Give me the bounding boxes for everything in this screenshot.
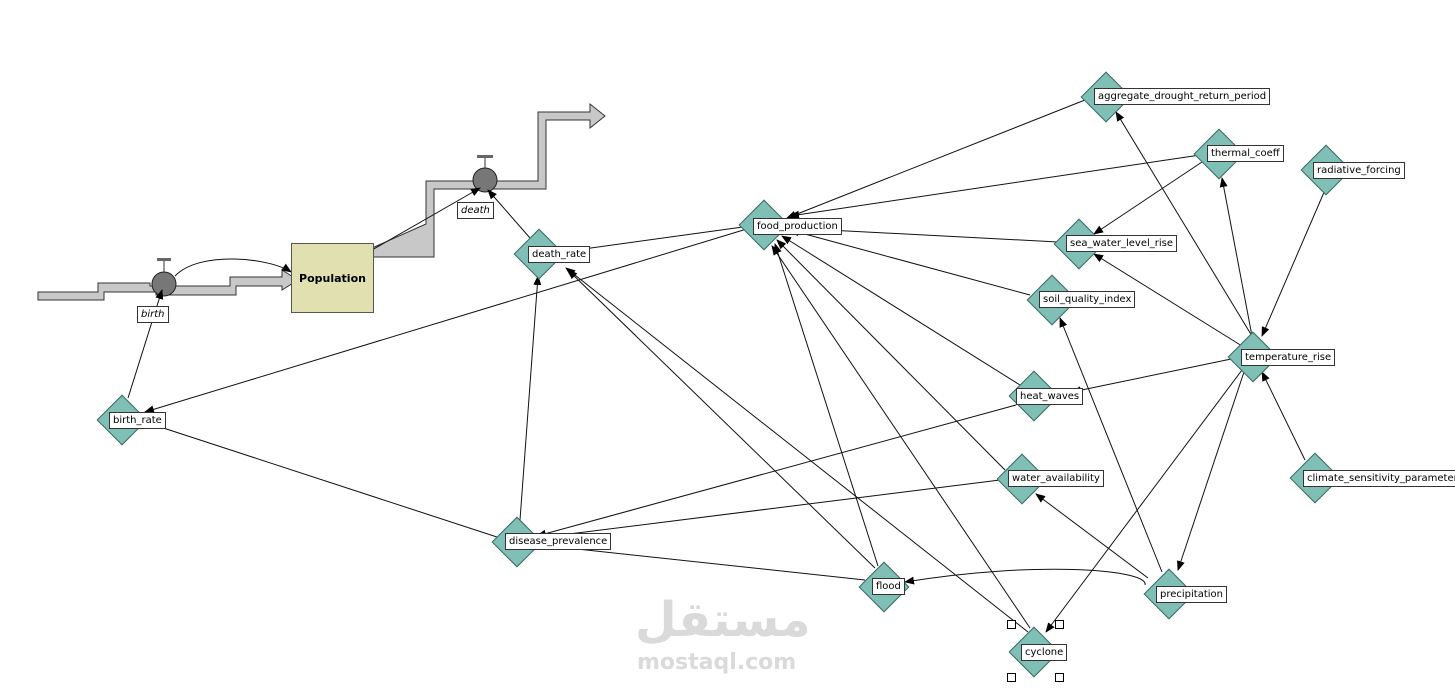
link-radiative-to-temp (1261, 189, 1326, 337)
birth-valve[interactable] (151, 258, 177, 297)
variable-label: food_production (753, 218, 842, 235)
variable-label: disease_prevalence (505, 533, 612, 550)
watermark-logo-latin: mostaql.com (637, 650, 797, 675)
variable-label: aggregate_drought_return_period (1094, 88, 1271, 105)
link-cyclone-to-death-rate (565, 267, 1029, 633)
variable-label: birth_rate (109, 412, 166, 429)
link-temp-to-thermal (1219, 177, 1253, 337)
selection-handle-bottom-right[interactable] (1055, 673, 1064, 682)
link-temp-to-drought (1115, 111, 1253, 337)
link-disease-to-death-rate (519, 275, 542, 521)
selection-handle-top-right[interactable] (1055, 620, 1064, 629)
link-temp-to-cyclone (1045, 369, 1243, 633)
link-climate-to-temp (1261, 371, 1306, 461)
variable-label: radiative_forcing (1313, 162, 1405, 179)
watermark-logo-arabic: مستقل (635, 592, 811, 648)
link-flood-to-disease (539, 541, 866, 581)
causal-links (127, 97, 1326, 633)
link-precip-to-soil (1059, 317, 1163, 573)
link-birth-valve-to-population (174, 258, 292, 277)
variable-label: soil_quality_index (1039, 291, 1136, 308)
population-stock[interactable]: Population (291, 243, 374, 313)
link-flood-to-death-rate (567, 269, 876, 569)
link-thermal-to-food (789, 154, 1201, 219)
birth-flow-pipe[interactable] (37, 269, 299, 301)
death-valve[interactable] (472, 155, 498, 193)
variable-label: water_availability (1008, 470, 1104, 487)
link-death-rate-to-death (487, 189, 531, 239)
link-drought-to-food (786, 97, 1091, 219)
link-temp-to-precip (1177, 371, 1245, 571)
selection-handle-top-left[interactable] (1007, 620, 1016, 629)
link-flood-to-food (773, 243, 879, 567)
link-soil-to-food (789, 228, 1031, 296)
link-precip-to-water (1035, 493, 1149, 579)
link-cyclone-to-food (771, 245, 1031, 629)
variable-label: precipitation (1156, 586, 1227, 603)
link-temp-to-sea (1093, 253, 1243, 347)
variable-label: sea_water_level_rise (1066, 235, 1178, 252)
link-water-to-food (776, 239, 1006, 471)
link-heat-to-food (781, 235, 1021, 386)
death-flow-label[interactable]: death (457, 202, 494, 219)
link-temp-to-heat (1071, 357, 1237, 395)
link-population-to-death (371, 187, 481, 251)
population-label: Population (299, 271, 366, 285)
variable-label: death_rate (528, 246, 591, 263)
link-heat-to-disease (536, 404, 1017, 538)
selection-handle-bottom-left[interactable] (1007, 673, 1016, 682)
variable-label: cyclone (1021, 644, 1068, 661)
link-water-to-disease (536, 479, 1001, 541)
link-food-to-death-rate (561, 225, 751, 255)
variable-label: climate_sensitivity_parameter (1303, 470, 1455, 487)
variable-label: temperature_rise (1241, 349, 1336, 366)
link-food-to-birth-rate (144, 227, 751, 414)
variable-label: thermal_coeff (1207, 145, 1284, 162)
link-thermal-to-sea (1093, 159, 1206, 235)
link-precip-to-flood (904, 568, 1146, 586)
link-disease-to-birth-rate (144, 420, 501, 539)
birth-flow-label[interactable]: birth (137, 306, 169, 323)
variable-label: flood (872, 578, 905, 595)
variable-label: heat_waves (1016, 388, 1084, 405)
